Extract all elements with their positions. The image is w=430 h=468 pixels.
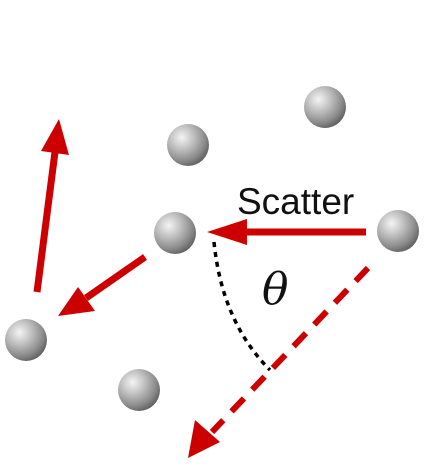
particle-bottom (118, 369, 160, 411)
angle-arc (212, 241, 272, 372)
particle-top-right (304, 86, 346, 128)
angle-theta-label: θ (262, 264, 289, 315)
scatter-label: Scatter (237, 181, 354, 222)
particle-right (377, 210, 419, 252)
dashed-original-path (188, 265, 371, 458)
particles (5, 86, 419, 411)
particle-middle (154, 212, 196, 254)
particle-left (5, 319, 47, 361)
particle-upper-middle (167, 124, 209, 166)
arrow-upward (33, 119, 69, 293)
scatter-arrow (207, 219, 366, 245)
arrow-to-left-particle (58, 254, 147, 316)
